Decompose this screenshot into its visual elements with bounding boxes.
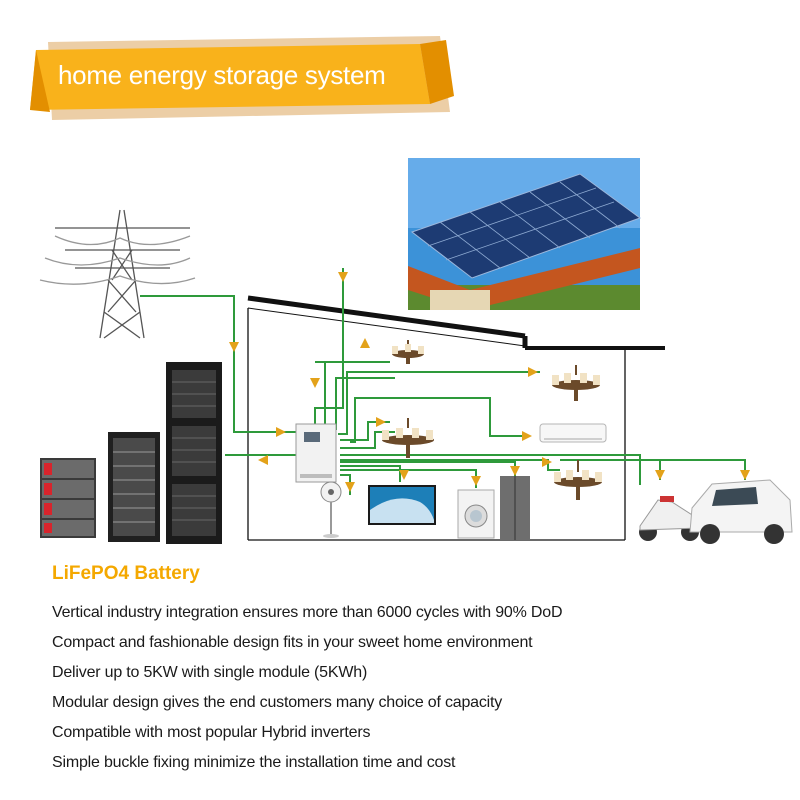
- arrow-fridge: [510, 466, 520, 476]
- banner-title: home energy storage system: [58, 60, 386, 90]
- feature-list: Vertical industry integration ensures mo…: [52, 598, 563, 778]
- arrow-scooter: [655, 470, 665, 480]
- arrow-chandelier-4: [542, 457, 552, 467]
- fan-icon: [320, 481, 342, 538]
- arrow-fan: [345, 482, 355, 492]
- arrow-battery: [258, 455, 268, 465]
- arrow-chandelier-3: [528, 367, 538, 377]
- chandelier-icon: [552, 365, 600, 401]
- arrow-down: [310, 378, 320, 388]
- arrow-car: [740, 470, 750, 480]
- section-title: LiFePO4 Battery: [52, 563, 200, 584]
- washing-machine-icon: [457, 489, 495, 539]
- arrow-solar: [338, 272, 348, 282]
- battery-module-icon: [40, 458, 96, 538]
- arrow-grid: [229, 342, 239, 352]
- title-banner: [30, 36, 454, 120]
- feature-item: Simple buckle fixing minimize the instal…: [52, 754, 456, 771]
- flow-arrows: [229, 272, 750, 492]
- feature-item: Modular design gives the end customers m…: [52, 694, 503, 711]
- power-pylon-icon: [39, 209, 196, 339]
- arrow-chandelier-1: [360, 338, 370, 348]
- solar-roof-icon: [408, 158, 642, 310]
- inverter-icon: [295, 423, 337, 483]
- energy-flow-diagram: [39, 158, 793, 544]
- air-conditioner-icon: [539, 423, 607, 443]
- electric-car-icon: [689, 479, 793, 544]
- feature-item: Deliver up to 5KW with single module (5K…: [52, 664, 368, 681]
- chandelier-icon: [392, 340, 424, 364]
- arrow-washer: [471, 476, 481, 486]
- arrow-tv: [399, 470, 409, 480]
- battery-cabinet-icon: [108, 432, 160, 542]
- arrow-inverter-in: [276, 427, 286, 437]
- feature-item: Compact and fashionable design fits in y…: [52, 634, 533, 651]
- house-outline: [247, 295, 665, 541]
- arrow-ac: [522, 431, 532, 441]
- feature-item: Compatible with most popular Hybrid inve…: [52, 724, 371, 741]
- chandelier-icon: [382, 418, 434, 458]
- battery-cabinet-icon: [166, 362, 222, 544]
- feature-item: Vertical industry integration ensures mo…: [52, 604, 563, 621]
- chandelier-icon: [554, 460, 602, 500]
- refrigerator-icon: [500, 476, 530, 540]
- arrow-chandelier-2: [376, 417, 386, 427]
- tv-icon: [368, 485, 436, 525]
